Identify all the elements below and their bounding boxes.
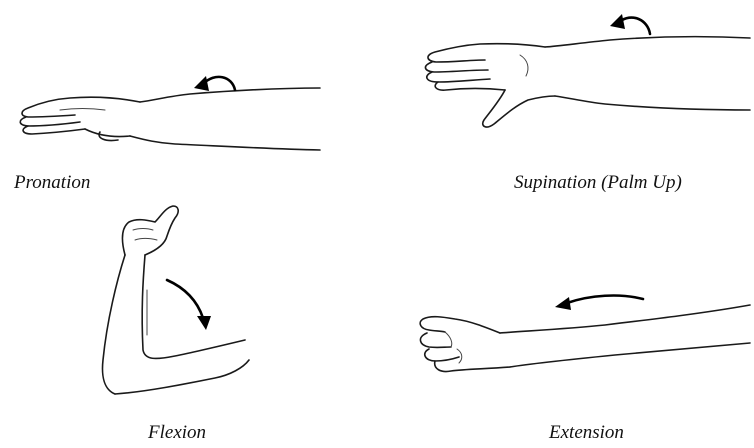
supination-figure (410, 0, 754, 140)
pronation-illustration (0, 50, 330, 165)
extension-illustration (405, 275, 754, 400)
supination-caption: Supination (Palm Up) (514, 172, 682, 194)
flexion-figure (85, 200, 255, 405)
flexion-illustration (85, 200, 255, 405)
extension-caption: Extension (549, 422, 624, 444)
extension-arrow (567, 296, 643, 303)
supination-illustration (410, 0, 754, 140)
flexion-caption: Flexion (148, 422, 206, 444)
extension-figure (405, 275, 754, 400)
pronation-caption: Pronation (14, 172, 90, 194)
flexion-arrow (167, 280, 203, 318)
pronation-figure (0, 50, 330, 165)
